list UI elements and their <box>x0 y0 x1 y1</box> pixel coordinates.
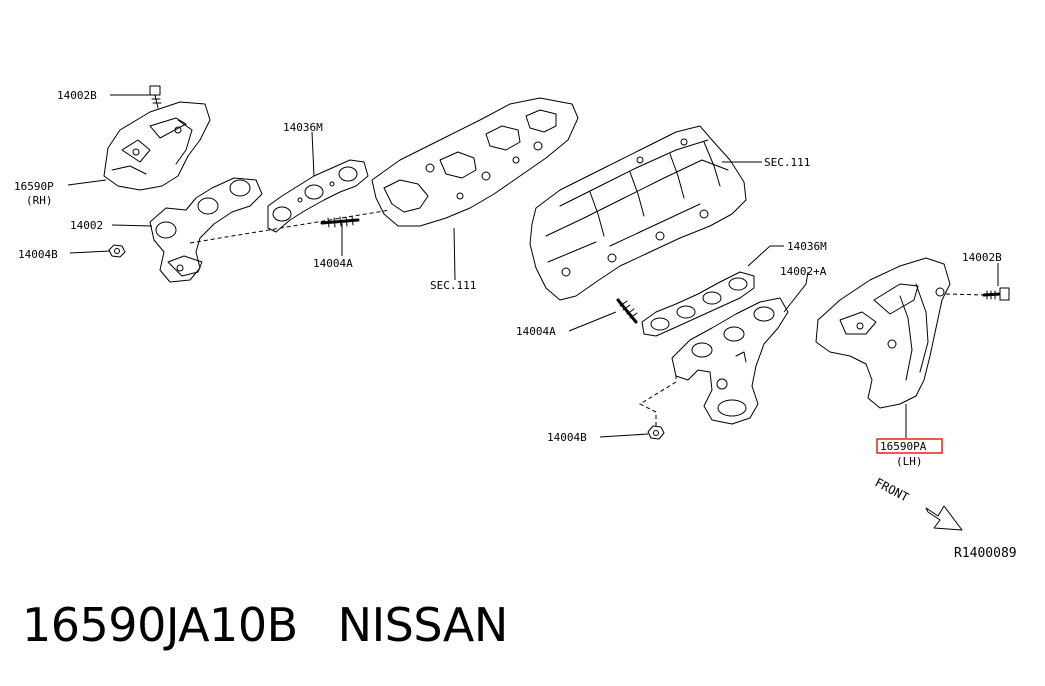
nut-rh <box>108 244 126 258</box>
label-insulator-lh: 16590PA <box>880 440 927 453</box>
label-gasket-lh: 14036M <box>787 240 827 253</box>
stud-rh <box>320 215 360 228</box>
label-sec-lh: SEC.111 <box>764 156 810 169</box>
heat-insulator-lh <box>815 257 951 409</box>
caption: 16590JA10B NISSAN <box>22 598 508 652</box>
label-bolt-lh: 14002B <box>962 251 1002 264</box>
caption-brand: NISSAN <box>337 598 509 652</box>
label-gasket-rh: 14036M <box>283 121 323 134</box>
reference-line-rh <box>189 209 391 244</box>
front-direction-indicator: FRONT <box>873 475 963 531</box>
bolt-lh <box>982 287 1010 301</box>
reference-line-lh-bolt <box>945 293 985 296</box>
label-bolt-rh: 14002B <box>57 89 97 102</box>
label-insulator-lh-side: (LH) <box>896 455 923 468</box>
gasket-lh <box>641 271 755 337</box>
label-nut-lh: 14004B <box>547 431 587 444</box>
bolt-rh <box>149 85 162 109</box>
label-sec-rh: SEC.111 <box>430 279 476 292</box>
cylinder-head-lh <box>529 125 747 301</box>
label-stud-rh: 14004A <box>313 257 353 270</box>
label-manifold-rh: 14002 <box>70 219 103 232</box>
highlight-box-insulator-lh <box>876 438 943 454</box>
caption-part-number: 16590JA10B <box>22 598 298 652</box>
cylinder-head-rh <box>371 97 579 227</box>
reference-line-lh <box>638 372 677 426</box>
label-manifold-lh: 14002+A <box>780 265 827 278</box>
nut-lh <box>647 425 665 440</box>
diagram-reference-number: R1400089 <box>954 546 1017 561</box>
exhaust-manifold-lh <box>671 297 789 425</box>
label-stud-lh: 14004A <box>516 325 556 338</box>
label-front: FRONT <box>873 475 911 504</box>
heat-insulator-rh <box>103 101 211 191</box>
label-nut-rh: 14004B <box>18 248 58 261</box>
exhaust-manifold-exploded-diagram: 14002B 14036M 16590P (RH) 14002 14004B 1… <box>14 85 1017 561</box>
stud-lh <box>616 298 638 324</box>
front-arrow-icon <box>925 505 963 531</box>
exhaust-manifold-rh <box>149 177 263 283</box>
gasket-rh <box>267 159 369 233</box>
label-insulator-rh: 16590P <box>14 180 54 193</box>
label-insulator-rh-side: (RH) <box>26 194 53 207</box>
